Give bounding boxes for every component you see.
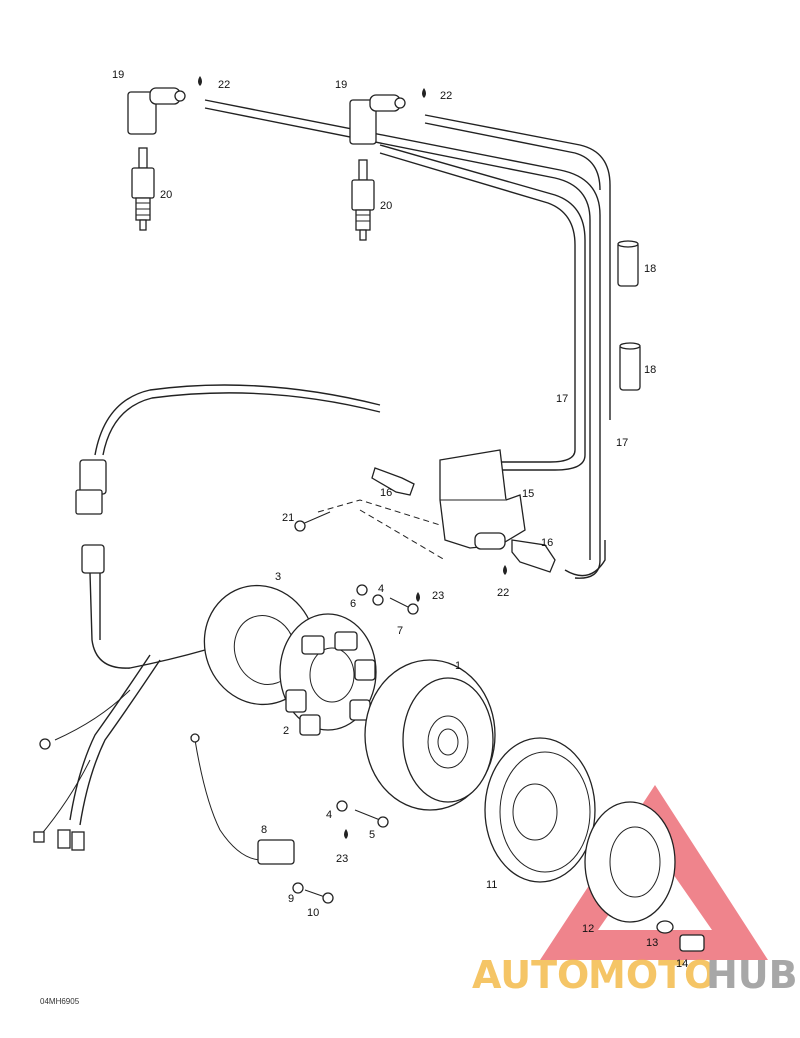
stator	[279, 613, 377, 736]
diagram-code: 04MH6905	[40, 997, 80, 1006]
label-12: 12	[582, 923, 594, 935]
watermark-triangle	[540, 785, 768, 960]
label-17: 17	[616, 437, 628, 449]
watermark-text-hub: HUB	[706, 953, 798, 997]
ignition-coil	[439, 449, 526, 550]
label-14: 14	[676, 958, 688, 970]
label-4: 4	[378, 583, 384, 595]
label-17: 17	[556, 393, 568, 405]
label-1: 1	[455, 660, 461, 672]
label-18: 18	[644, 364, 656, 376]
flywheel	[364, 659, 496, 811]
spark-plug-boot	[371, 467, 556, 573]
sealant-drop-icon	[198, 76, 507, 839]
watermark-text-auto: AUTO	[472, 953, 589, 997]
screw-21	[294, 511, 331, 532]
label-8: 8	[261, 824, 267, 836]
label-22: 22	[440, 90, 452, 102]
label-19: 19	[112, 69, 124, 81]
label-6: 6	[350, 598, 356, 610]
starter-pulley	[584, 801, 676, 923]
label-20: 20	[380, 200, 392, 212]
label-16: 16	[380, 487, 392, 499]
label-3: 3	[275, 571, 281, 583]
label-23: 23	[432, 590, 444, 602]
label-18: 18	[644, 263, 656, 275]
label-7: 7	[397, 625, 403, 637]
bolt-14	[679, 934, 705, 952]
spark-plug-left	[131, 147, 155, 231]
part-labels: 19 22 19 22 20 20 18 18 17 17 15 16 16 2…	[112, 69, 688, 970]
watermark-text-moto: MOTO	[588, 953, 716, 997]
label-13: 13	[646, 937, 658, 949]
label-22: 22	[497, 587, 509, 599]
label-10: 10	[307, 907, 319, 919]
label-21: 21	[282, 512, 294, 524]
label-11: 11	[486, 879, 497, 891]
fasteners	[292, 584, 419, 904]
label-22: 22	[218, 79, 230, 91]
starter-ring	[484, 737, 596, 883]
wiring-harness	[33, 384, 381, 851]
high-tension-wires	[204, 99, 611, 579]
label-9: 9	[288, 893, 294, 905]
label-16: 16	[541, 537, 553, 549]
label-5: 5	[369, 829, 375, 841]
label-20: 20	[160, 189, 172, 201]
label-15: 15	[522, 488, 534, 500]
nut-13	[656, 920, 674, 934]
label-2: 2	[283, 725, 289, 737]
spark-plug-cap-left	[127, 87, 186, 135]
spark-plug-right	[351, 159, 375, 241]
protective-sleeve	[617, 240, 641, 391]
watermark-wordmark: AUTO MOTO HUB	[472, 953, 798, 997]
trigger-sensor	[190, 733, 295, 865]
label-4: 4	[326, 809, 332, 821]
spark-plug-cap-right	[349, 94, 406, 145]
watermark-logo	[540, 785, 768, 960]
label-19: 19	[335, 79, 347, 91]
label-23: 23	[336, 853, 348, 865]
